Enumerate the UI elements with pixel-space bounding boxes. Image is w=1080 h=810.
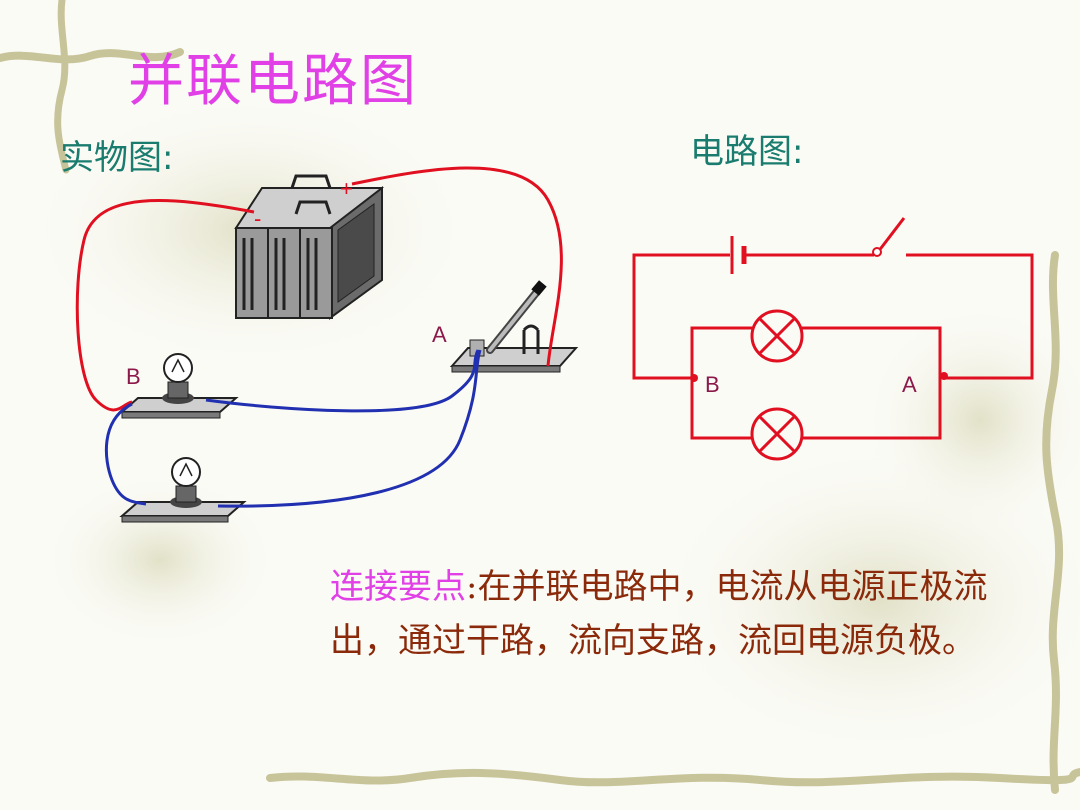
leaf-shadow [860,300,1080,540]
vine-right-vertical [1042,251,1064,794]
battery-plus-sign: + [340,176,353,201]
note-key-phrase: 连接要点 [330,567,466,607]
switch-pivot [872,247,882,257]
note-body: 在并联电路中，电流从电源正极流出，通过干路，流向支路，流回电源负极。 [330,567,988,661]
schematic-wire-left [632,253,730,380]
blue-wire-bulb-lower-to-switch [217,349,482,508]
battery-pack [234,174,384,320]
vine-left-vertical [54,0,70,174]
switch-blade [876,217,906,253]
node-b [690,374,698,382]
knife-switch [449,280,579,373]
physical-diagram-label: 实物图: [60,138,174,178]
branch-lower-wire [690,378,942,440]
schematic-label-a: A [902,372,917,397]
node-a [940,372,948,380]
battery-minus-sign: - [254,206,261,231]
connection-note: 连接要点:在并联电路中，电流从电源正极流出，通过干路，流向支路，流回电源负极。 [330,560,1020,668]
red-wire-battery-to-switch [351,166,563,367]
schematic-label-b: B [705,372,720,397]
slide-title: 并联电路图 [128,49,418,114]
schematic-wire-right [906,253,1034,380]
blue-wire-bulb-b-to-bulb-lower [104,402,147,506]
circuit-diagram-label: 电路图: [690,132,804,172]
red-wire-battery-to-bulb-b [75,199,255,412]
lamp-lower [750,407,804,461]
branch-upper-wire [690,326,942,378]
blue-wire-bulb-b-to-switch [205,349,480,413]
note-colon: : [466,567,478,607]
bulb-lower [119,457,247,523]
vine-bottom [266,768,1080,787]
physical-label-a: A [432,322,447,347]
vine-top-left [0,48,184,64]
physical-label-b: B [126,364,141,389]
lamp-upper [750,309,804,363]
